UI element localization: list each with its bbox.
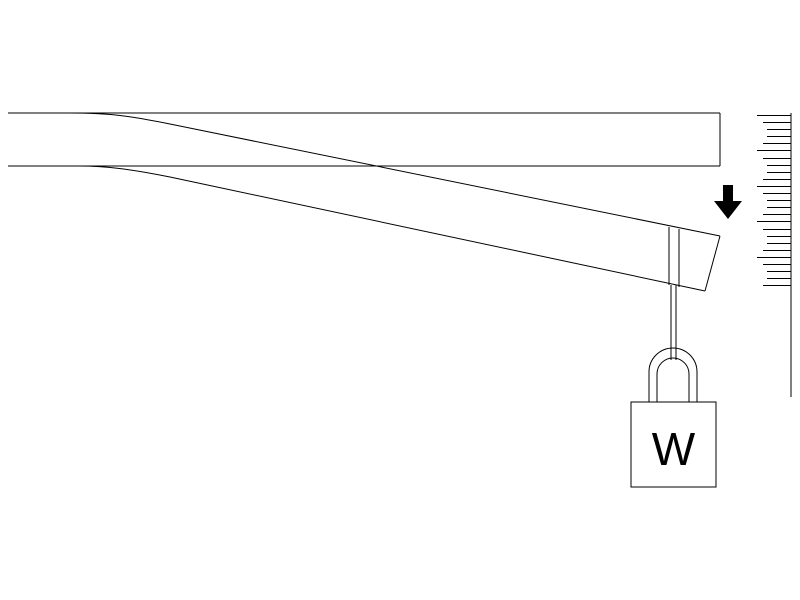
hanger-band (668, 227, 680, 287)
hanger-wire (670, 285, 677, 360)
weight-hook (648, 347, 698, 402)
deflected-beam (69, 112, 721, 292)
down-arrow-icon (714, 185, 742, 219)
undeflected-beam (8, 112, 721, 167)
deflected-beam-end (704, 235, 721, 292)
deflected-beam-bottom-edge (79, 165, 706, 292)
weight-label: W (652, 423, 696, 475)
measurement-scale (757, 113, 792, 397)
weight-block: W (630, 401, 717, 488)
deflected-beam-top-edge (69, 112, 721, 237)
